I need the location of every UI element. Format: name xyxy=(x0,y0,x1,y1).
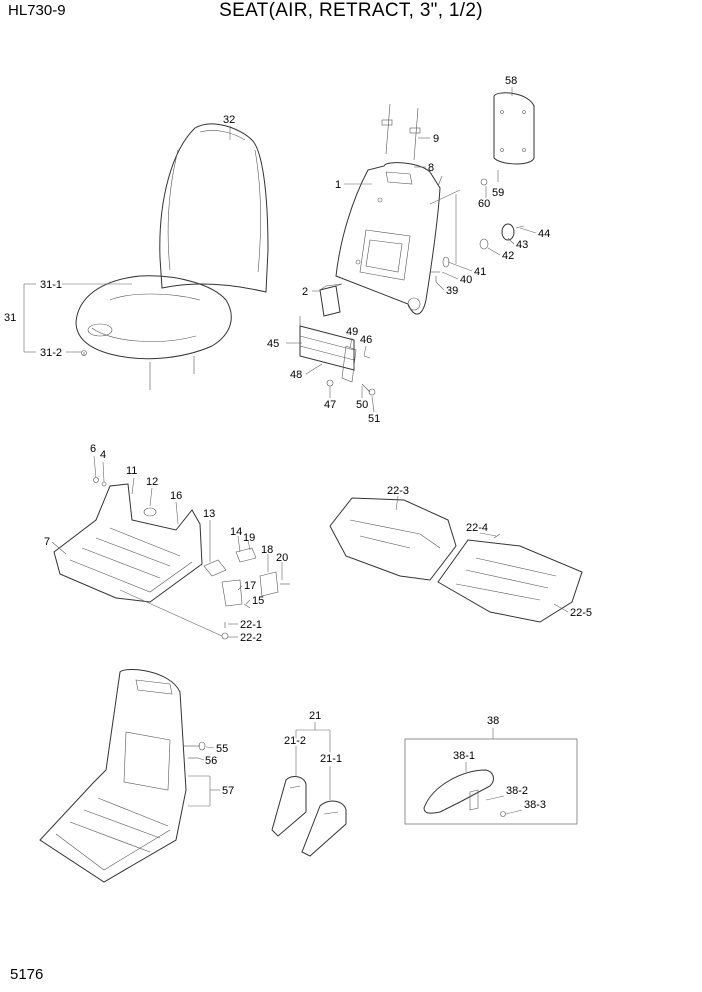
back-frame-drawing xyxy=(299,92,535,396)
side-cover-drawing xyxy=(271,776,347,857)
callout-60: 60 xyxy=(478,198,490,210)
callout-6: 6 xyxy=(90,443,96,455)
callout-38-1: 38-1 xyxy=(453,750,475,762)
callout-40: 40 xyxy=(460,274,472,286)
callout-21-1: 21-1 xyxy=(320,753,342,765)
callout-51: 51 xyxy=(368,413,380,425)
page-number: 5176 xyxy=(10,966,44,983)
leader-lines xyxy=(23,87,569,815)
seat-pan-drawing xyxy=(53,477,290,640)
callout-22-5: 22-5 xyxy=(570,607,592,619)
callout-59: 59 xyxy=(492,187,504,199)
callout-47: 47 xyxy=(324,399,336,411)
callout-38-2: 38-2 xyxy=(506,785,528,797)
callout-22-3: 22-3 xyxy=(387,485,409,497)
callout-16: 16 xyxy=(170,490,182,502)
callout-9: 9 xyxy=(433,133,439,145)
callout-labels: 32 31-1 31 31-2 1 2 8 9 58 59 60 44 42 4… xyxy=(4,75,592,811)
callout-38-3: 38-3 xyxy=(524,799,546,811)
callout-42: 42 xyxy=(502,250,514,262)
callout-58: 58 xyxy=(505,75,517,87)
seat-base-drawing xyxy=(329,497,583,623)
seat-frame-drawing xyxy=(39,669,206,883)
callout-45: 45 xyxy=(267,338,279,350)
callout-22-2: 22-2 xyxy=(240,632,262,644)
callout-41: 41 xyxy=(474,266,486,278)
callout-2: 2 xyxy=(302,286,308,298)
callout-50: 50 xyxy=(356,399,368,411)
seat-cushion-drawing xyxy=(75,123,269,390)
callout-46: 46 xyxy=(360,334,372,346)
callout-8: 8 xyxy=(428,162,434,174)
model-number: HL730-9 xyxy=(8,2,66,19)
callout-49: 49 xyxy=(346,326,358,338)
callout-11: 11 xyxy=(126,465,137,477)
callout-21-2: 21-2 xyxy=(284,735,306,747)
armrest-drawing xyxy=(404,738,578,825)
callout-1: 1 xyxy=(335,179,341,191)
callout-31: 31 xyxy=(4,312,16,324)
callout-56: 56 xyxy=(205,755,217,767)
callout-55: 55 xyxy=(216,743,228,755)
diagram-title: SEAT(AIR, RETRACT, 3", 1/2) xyxy=(219,0,483,21)
callout-12: 12 xyxy=(146,476,158,488)
callout-22-4: 22-4 xyxy=(466,522,488,534)
callout-38: 38 xyxy=(487,715,499,727)
callout-17: 17 xyxy=(244,580,256,592)
callout-31-2: 31-2 xyxy=(40,347,62,359)
callout-4: 4 xyxy=(100,449,106,461)
callout-32: 32 xyxy=(223,114,235,126)
callout-13: 13 xyxy=(203,508,215,520)
callout-43: 43 xyxy=(516,239,528,251)
callout-48: 48 xyxy=(290,369,302,381)
callout-20: 20 xyxy=(276,552,288,564)
callout-44: 44 xyxy=(538,228,550,240)
callout-21: 21 xyxy=(309,710,321,722)
callout-18: 18 xyxy=(261,544,273,556)
callout-31-1: 31-1 xyxy=(40,279,62,291)
callout-19: 19 xyxy=(243,532,255,544)
callout-15: 15 xyxy=(252,595,264,607)
callout-7: 7 xyxy=(44,536,50,548)
callout-14: 14 xyxy=(230,526,242,538)
callout-57: 57 xyxy=(222,785,234,797)
callout-39: 39 xyxy=(446,285,458,297)
callout-22-1: 22-1 xyxy=(240,619,262,631)
